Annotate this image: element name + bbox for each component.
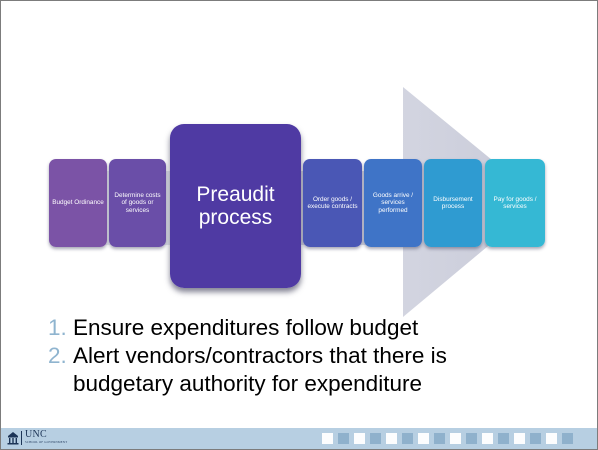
decorative-square (370, 433, 381, 444)
process-step-preaudit: Preaudit process (170, 124, 301, 288)
decorative-square (466, 433, 477, 444)
decorative-square (386, 433, 397, 444)
process-step-label: Goods arrive / services performed (372, 191, 414, 214)
decorative-square (418, 433, 429, 444)
process-step-budget-ordinance: Budget Ordinance (49, 159, 107, 247)
bullet-text: Ensure expenditures follow budget (73, 315, 419, 340)
footer-bar: UNC SCHOOL OF GOVERNMENT (1, 428, 597, 449)
logo-subtext: SCHOOL OF GOVERNMENT (25, 440, 68, 444)
decorative-square (546, 433, 557, 444)
process-step-determine-costs: Determine costs of goods or services (109, 159, 166, 247)
decorative-square (434, 433, 445, 444)
decorative-square (530, 433, 541, 444)
logo-wordmark: UNC (25, 429, 48, 440)
decorative-square (562, 433, 573, 444)
bullet-item: 2. Alert vendors/contractors that there … (48, 342, 528, 398)
bullet-item: 1. Ensure expenditures follow budget (48, 314, 528, 342)
process-step-label: Order goods / execute contracts (307, 195, 358, 211)
old-well-icon (7, 432, 19, 445)
process-step-label: Determine costs of goods or services (114, 191, 161, 214)
decorative-square (450, 433, 461, 444)
process-step-label: Disbursement process (433, 195, 473, 211)
decorative-square (322, 433, 333, 444)
bullet-text: Alert vendors/contractors that there is … (73, 343, 447, 396)
decorative-square (498, 433, 509, 444)
decorative-square (402, 433, 413, 444)
process-step-disbursement: Disbursement process (424, 159, 482, 247)
decorative-square (514, 433, 525, 444)
bullet-number: 1. (48, 315, 67, 340)
process-step-label: Preaudit process (196, 183, 275, 229)
decorative-square (338, 433, 349, 444)
decorative-squares (322, 433, 573, 444)
process-step-label: Pay for goods / services (493, 195, 537, 211)
bullet-number: 2. (48, 343, 67, 368)
bullet-list: 1. Ensure expenditures follow budget 2. … (48, 314, 528, 398)
process-step-order-goods: Order goods / execute contracts (303, 159, 362, 247)
process-step-goods-arrive: Goods arrive / services performed (364, 159, 422, 247)
decorative-square (482, 433, 493, 444)
process-step-label: Budget Ordinance (52, 199, 104, 207)
process-step-pay: Pay for goods / services (485, 159, 545, 247)
decorative-square (354, 433, 365, 444)
logo-divider (21, 431, 22, 445)
